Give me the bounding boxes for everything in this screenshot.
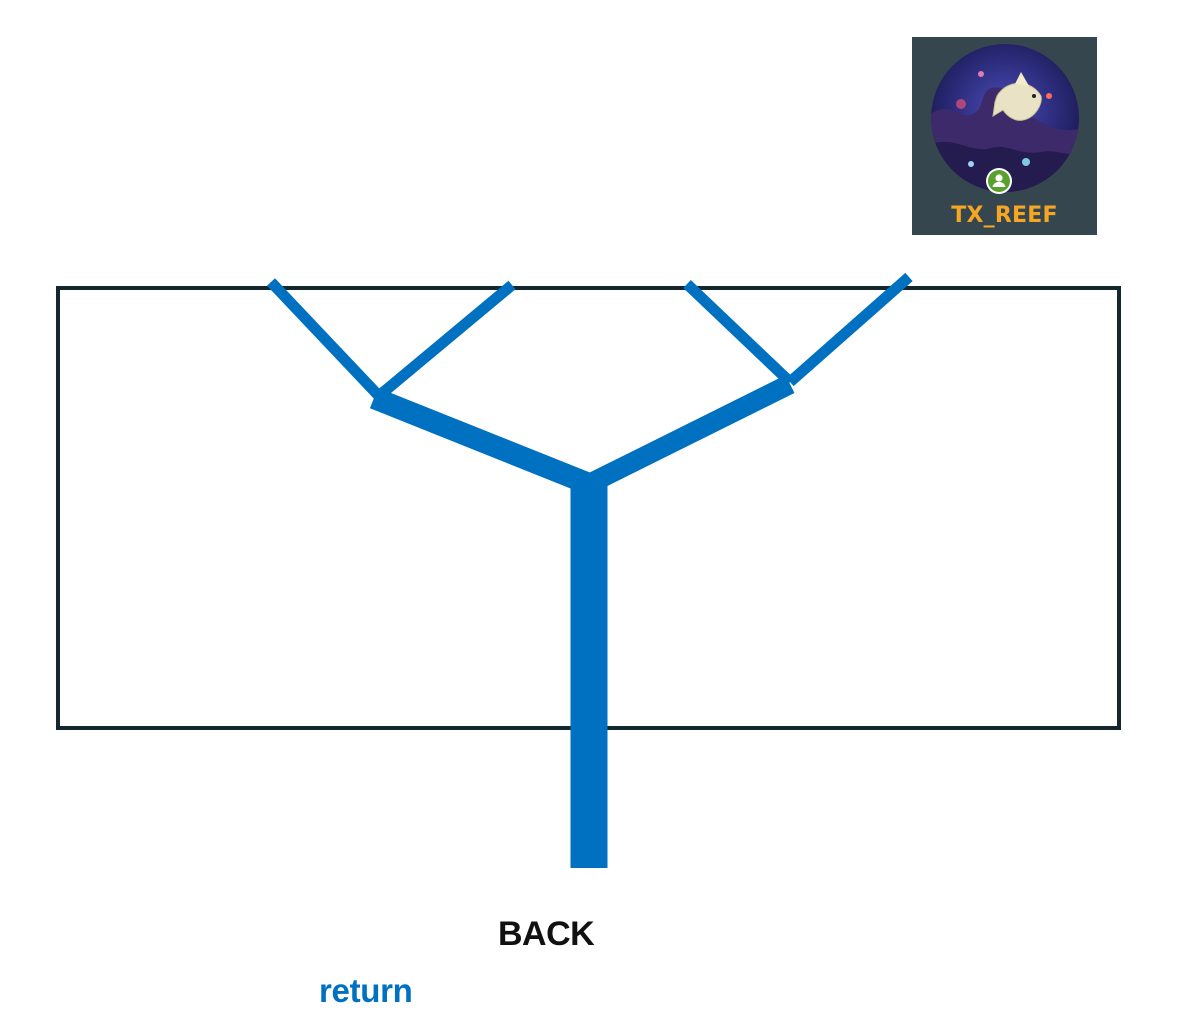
tree-twig-right-inner — [683, 280, 794, 386]
avatar[interactable] — [931, 44, 1079, 192]
tree-branch-left — [369, 387, 594, 495]
user-badge[interactable]: TX_REEF — [912, 37, 1097, 235]
tree-twig-left-inner — [376, 280, 516, 400]
tree-twig-right-outer — [786, 272, 913, 387]
reef-fish-avatar-icon — [931, 44, 1079, 192]
online-status-icon — [986, 168, 1012, 194]
tree-branch-right — [584, 375, 795, 493]
back-label[interactable]: BACK — [498, 915, 595, 953]
tree-shape[interactable] — [267, 272, 913, 868]
return-link[interactable]: return — [319, 972, 413, 1009]
username-label[interactable]: TX_REEF — [951, 203, 1058, 228]
tree-twig-left-outer — [267, 278, 382, 399]
